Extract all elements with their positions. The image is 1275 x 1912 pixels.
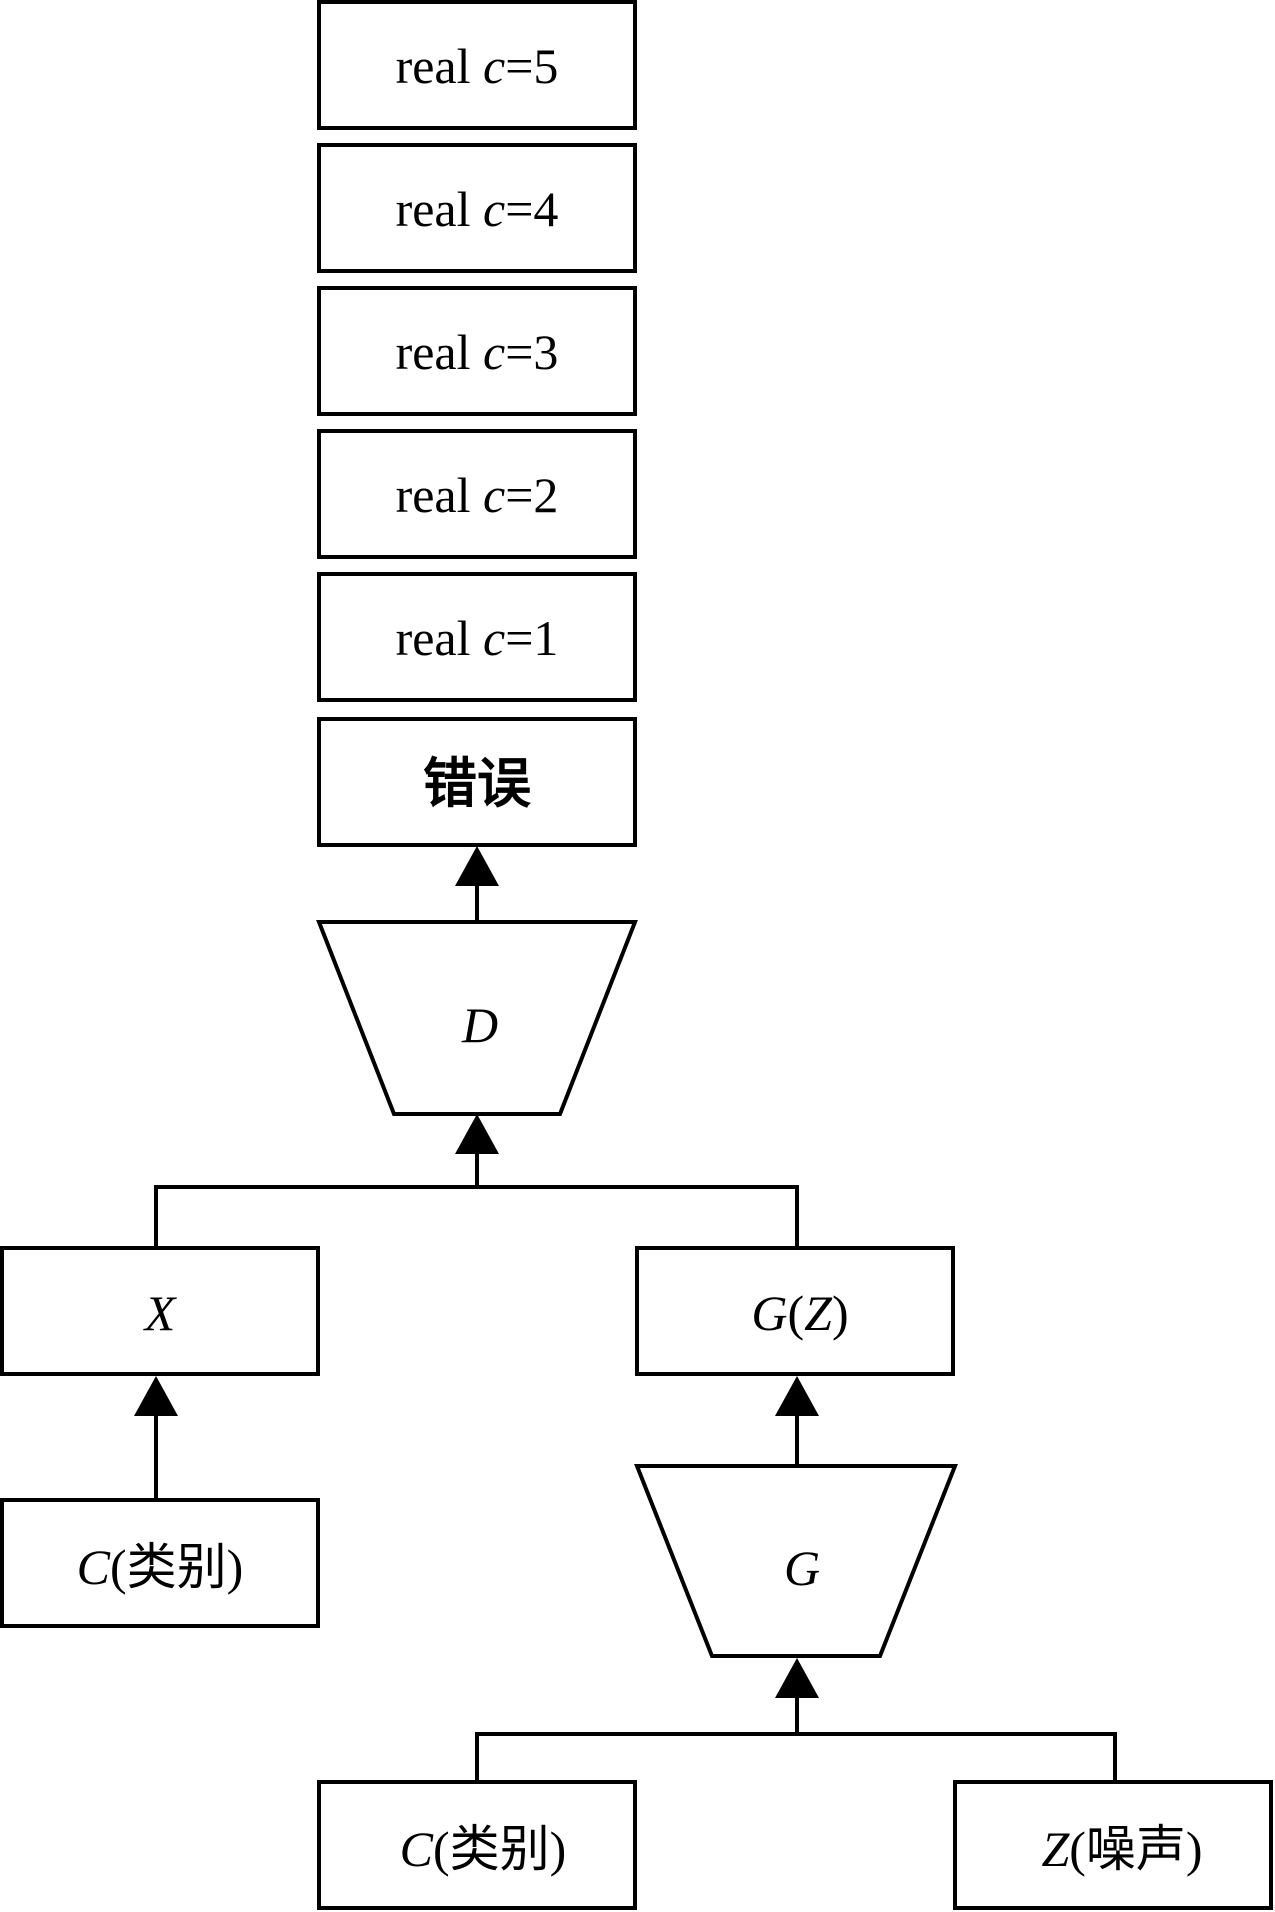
class-left-box: C(类别) <box>0 1498 320 1628</box>
real-data-x-box: X <box>0 1246 320 1376</box>
svg-text:错误: 错误 <box>423 752 531 815</box>
svg-text:C(类别): C(类别) <box>77 1539 244 1595</box>
svg-text:real c=3: real c=3 <box>396 324 559 380</box>
real-c2-box: real c=2 <box>317 429 637 559</box>
real-c3-box: real c=3 <box>317 286 637 416</box>
real-c1-box: real c=1 <box>317 572 637 702</box>
arrow-d-to-error <box>455 846 499 922</box>
svg-text:X: X <box>143 1285 178 1341</box>
svg-text:C(类别): C(类别) <box>400 1821 567 1877</box>
real-c5-box: real c=5 <box>317 0 637 130</box>
arrow-g-to-gz <box>775 1376 819 1466</box>
error-box: 错误 <box>317 717 637 847</box>
real-c4-box: real c=4 <box>317 143 637 273</box>
class-bottom-box: C(类别) <box>317 1780 637 1910</box>
arrow-class-to-x <box>134 1376 178 1500</box>
noise-z-box: Z(噪声) <box>953 1780 1273 1910</box>
svg-text:real c=2: real c=2 <box>396 467 559 523</box>
generator-block: G <box>634 1464 958 1658</box>
svg-text:D: D <box>461 997 498 1053</box>
svg-text:Z(噪声): Z(噪声) <box>1041 1821 1202 1877</box>
merge-into-discriminator <box>154 1114 799 1248</box>
discriminator-block: D <box>316 920 638 1116</box>
svg-text:real c=4: real c=4 <box>396 181 559 237</box>
generated-gz-box: G(Z) <box>635 1246 955 1376</box>
merge-into-generator <box>475 1658 1117 1782</box>
svg-text:G: G <box>784 1540 820 1596</box>
svg-text:real c=1: real c=1 <box>396 610 559 666</box>
svg-text:real c=5: real c=5 <box>396 38 559 94</box>
svg-text:G(Z): G(Z) <box>751 1285 848 1341</box>
